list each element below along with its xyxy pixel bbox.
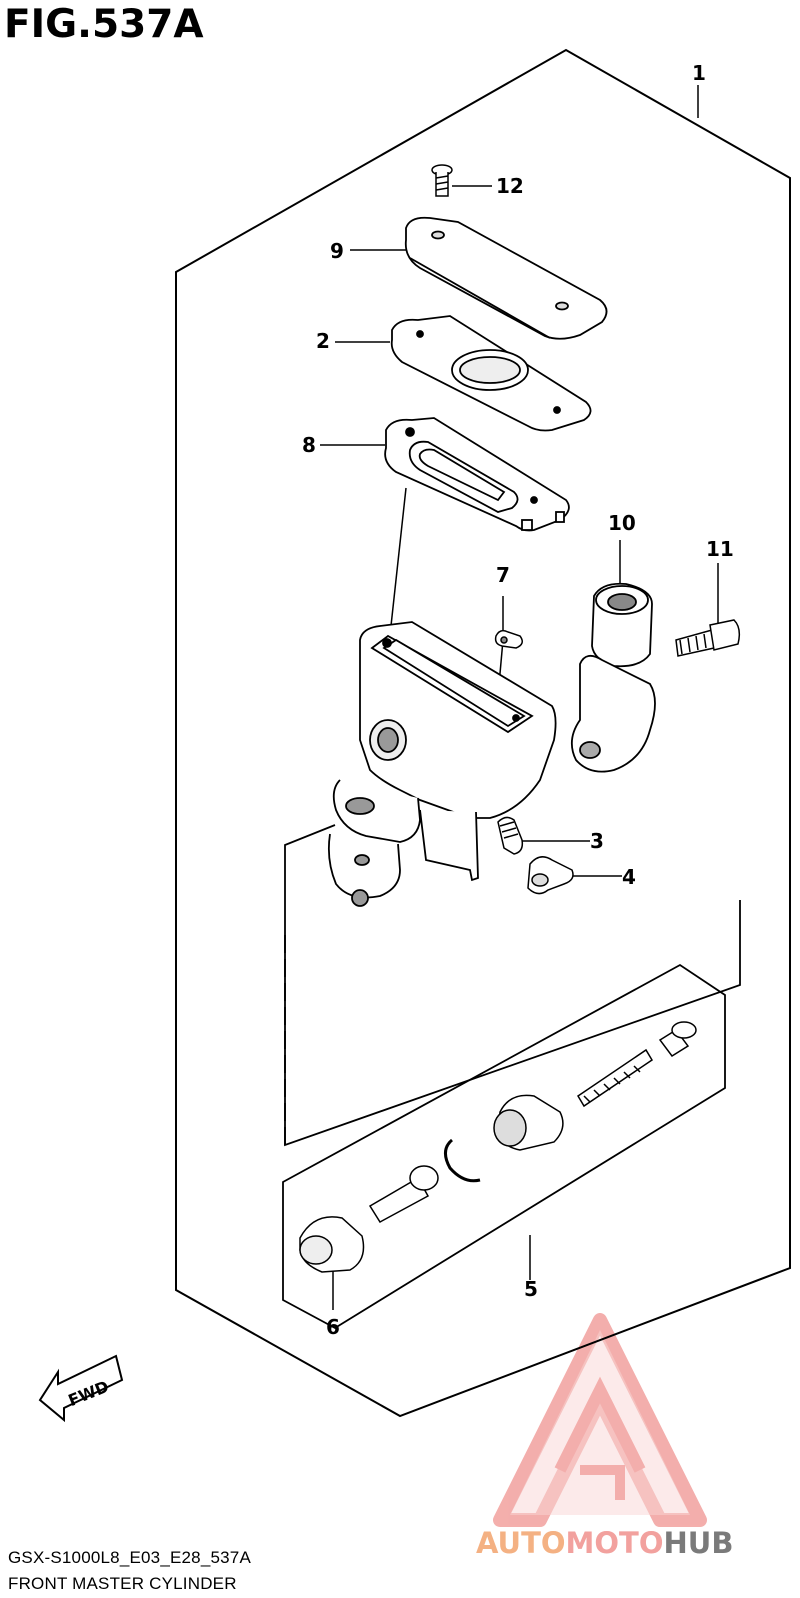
watermark-text: AUTOMOTOHUB xyxy=(476,1526,733,1560)
part-11-bolt xyxy=(675,619,741,657)
kit-outline xyxy=(175,48,791,1418)
watermark-part-2: MOTO xyxy=(565,1526,664,1560)
part-8-diaphragm xyxy=(384,417,570,532)
part-4-cap xyxy=(527,856,574,895)
part-2-plate xyxy=(390,315,592,432)
watermark-part-1: AUTO xyxy=(476,1526,566,1560)
callout-8: 8 xyxy=(302,433,316,457)
part-7-clip xyxy=(494,629,523,649)
callout-7: 7 xyxy=(496,563,510,587)
fwd-arrow-icon xyxy=(38,1354,124,1423)
part-5-piston-set xyxy=(299,1021,697,1273)
part-9-cap xyxy=(404,216,608,340)
callout-4: 4 xyxy=(622,865,636,889)
part-10-adapter xyxy=(570,582,656,773)
model-code: GSX-S1000L8_E03_E28_537A xyxy=(8,1548,251,1567)
callout-6: 6 xyxy=(326,1315,340,1339)
figure-title: FIG.537A xyxy=(4,2,204,47)
master-cylinder-body xyxy=(327,621,557,907)
callout-10: 10 xyxy=(608,511,636,535)
watermark-logo-icon xyxy=(493,1313,707,1527)
callout-5: 5 xyxy=(524,1277,538,1301)
callout-12: 12 xyxy=(496,174,524,198)
piston-kit-outline xyxy=(282,824,741,1330)
callout-1: 1 xyxy=(692,61,706,85)
callout-3: 3 xyxy=(590,829,604,853)
part-3-bleeder xyxy=(497,816,524,855)
callout-9: 9 xyxy=(330,239,344,263)
part-12-screw xyxy=(431,164,453,197)
callout-11: 11 xyxy=(706,537,734,561)
diagram-caption: FRONT MASTER CYLINDER xyxy=(8,1574,237,1593)
callout-2: 2 xyxy=(316,329,330,353)
watermark-part-3: HUB xyxy=(663,1526,734,1560)
